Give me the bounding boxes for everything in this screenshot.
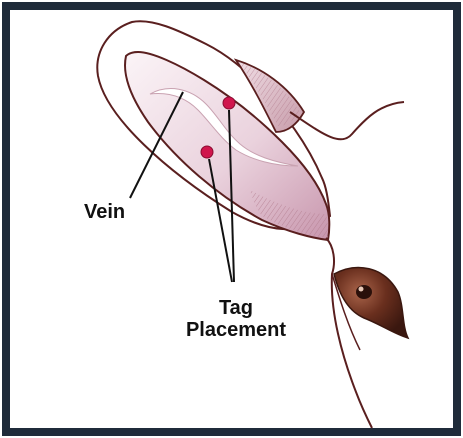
eye-glint	[359, 287, 364, 292]
tag-label-line1: Tag	[166, 297, 306, 319]
tag-placement-dot-upper	[223, 97, 235, 109]
vein-label: Vein	[84, 201, 125, 223]
tag-placement-dot-lower	[201, 146, 213, 158]
tag-placement-label: Tag Placement	[166, 297, 306, 341]
tag-label-line2: Placement	[166, 319, 306, 341]
eye-pupil	[356, 285, 372, 299]
